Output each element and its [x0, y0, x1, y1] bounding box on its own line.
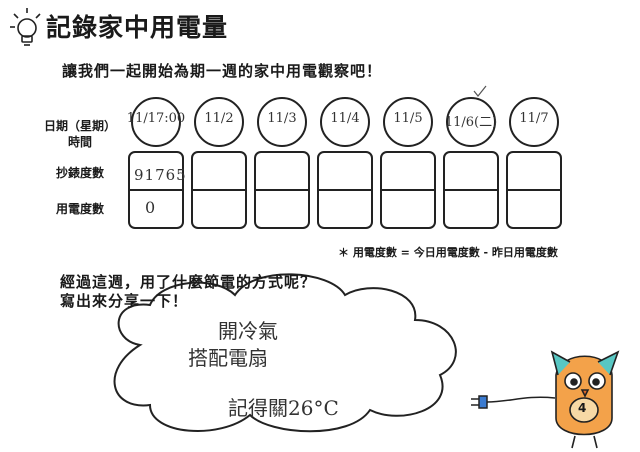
date-circle — [446, 97, 496, 147]
date-6: 11/6(二) — [444, 115, 498, 130]
date-4: 11/4 — [330, 111, 360, 126]
date-7: 11/7 — [519, 111, 549, 126]
date-circle — [131, 97, 181, 147]
plug-icon — [471, 395, 556, 409]
date-circle — [257, 97, 307, 147]
mascot-icon — [550, 350, 620, 449]
mascot-number: 4 — [578, 401, 587, 415]
answer-line-1: 開冷氣 — [218, 319, 278, 343]
date-circle — [383, 97, 433, 147]
date-row-label: 日期（星期） 時間 — [40, 118, 120, 150]
date-5: 11/5 — [393, 111, 423, 126]
lightbulb-icon — [10, 8, 41, 46]
date-label-line2: 時間 — [67, 135, 92, 149]
answer-line-2: 搭配電扇 — [188, 346, 268, 370]
answer-cloud — [113, 273, 457, 433]
formula-note: ＊ 用電度數 = 今日用電度數 - 昨日用電度數 — [338, 246, 558, 259]
usage-value-1: 0 — [145, 198, 156, 217]
date-circle — [320, 97, 370, 147]
intro-text: 讓我們一起開始為期一週的家中用電觀察吧！ — [62, 62, 383, 80]
date-circle — [194, 97, 244, 147]
date-circle — [509, 97, 559, 147]
usage-label: 用電度數 — [55, 202, 104, 216]
date-label-line1: 日期（星期） — [43, 119, 116, 133]
page-title: 記錄家中用電量 — [46, 13, 229, 42]
answer-line-3: 記得關26°C — [228, 396, 339, 420]
reading-boxes — [128, 151, 562, 229]
date-circles — [131, 97, 559, 147]
question-line-2: 寫出來分享一下！ — [60, 292, 189, 310]
meter-reading-1: 91765 — [134, 166, 187, 184]
check-mark — [473, 85, 487, 97]
meter-reading-label: 抄錶度數 — [55, 166, 104, 180]
date-1: 11/17:00 — [126, 111, 186, 126]
date-2: 11/2 — [204, 111, 234, 126]
question-line-1: 經過這週，用了什麼節電的方式呢？ — [60, 273, 317, 291]
date-3: 11/3 — [267, 111, 297, 126]
